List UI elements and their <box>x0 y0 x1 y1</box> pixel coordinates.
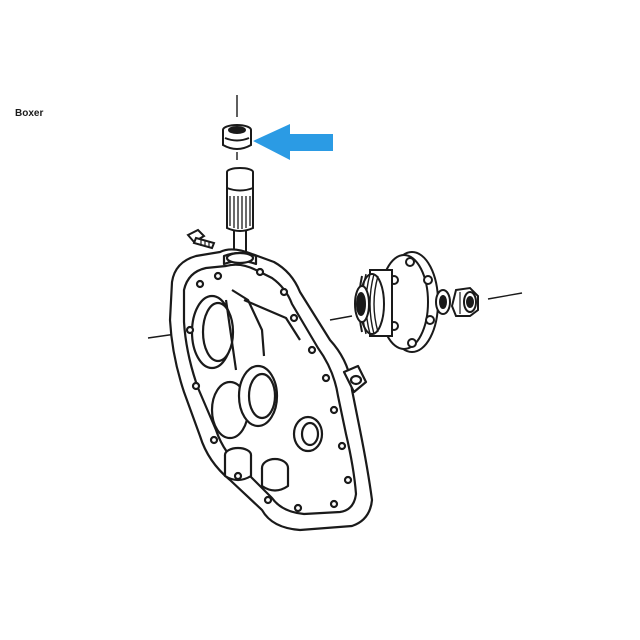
drive-gear-shaft <box>226 167 254 263</box>
washer-part <box>435 289 451 315</box>
bolt-part <box>186 228 216 250</box>
castle-nut-part <box>450 286 479 317</box>
diagram-label: Boxer <box>15 108 44 119</box>
gearbox-housing <box>168 248 374 532</box>
indicator-arrow <box>253 124 333 160</box>
output-flange <box>354 251 439 353</box>
bushing-part <box>222 124 252 150</box>
